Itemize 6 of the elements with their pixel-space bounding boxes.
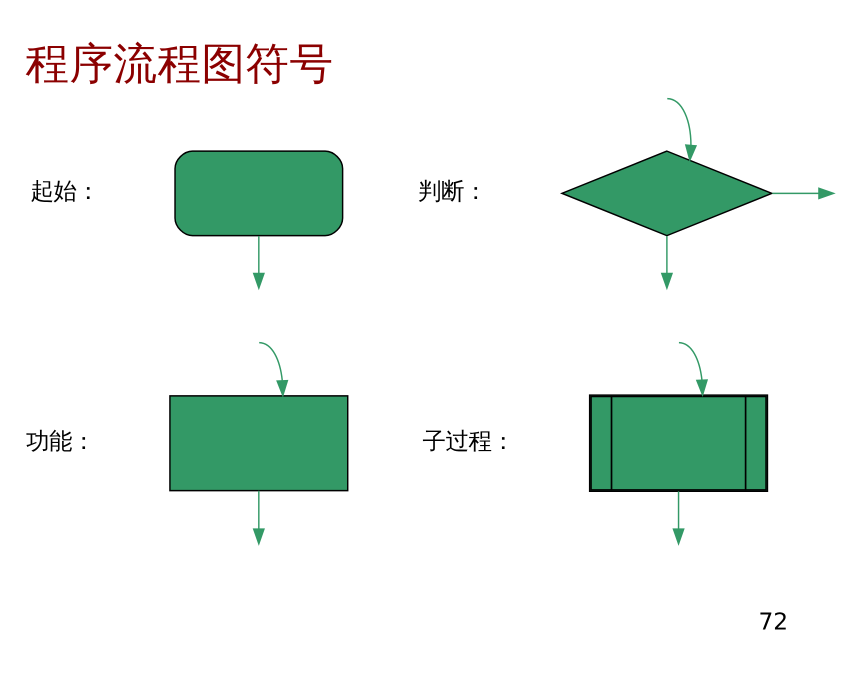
node-label: 子过程： (422, 428, 515, 455)
diagram-title: 程序流程图符号 (25, 38, 334, 90)
node-label: 判断： (418, 178, 488, 205)
node-label: 起始： (30, 178, 100, 205)
label: 72 (758, 608, 788, 636)
node-label: 功能： (26, 428, 96, 455)
